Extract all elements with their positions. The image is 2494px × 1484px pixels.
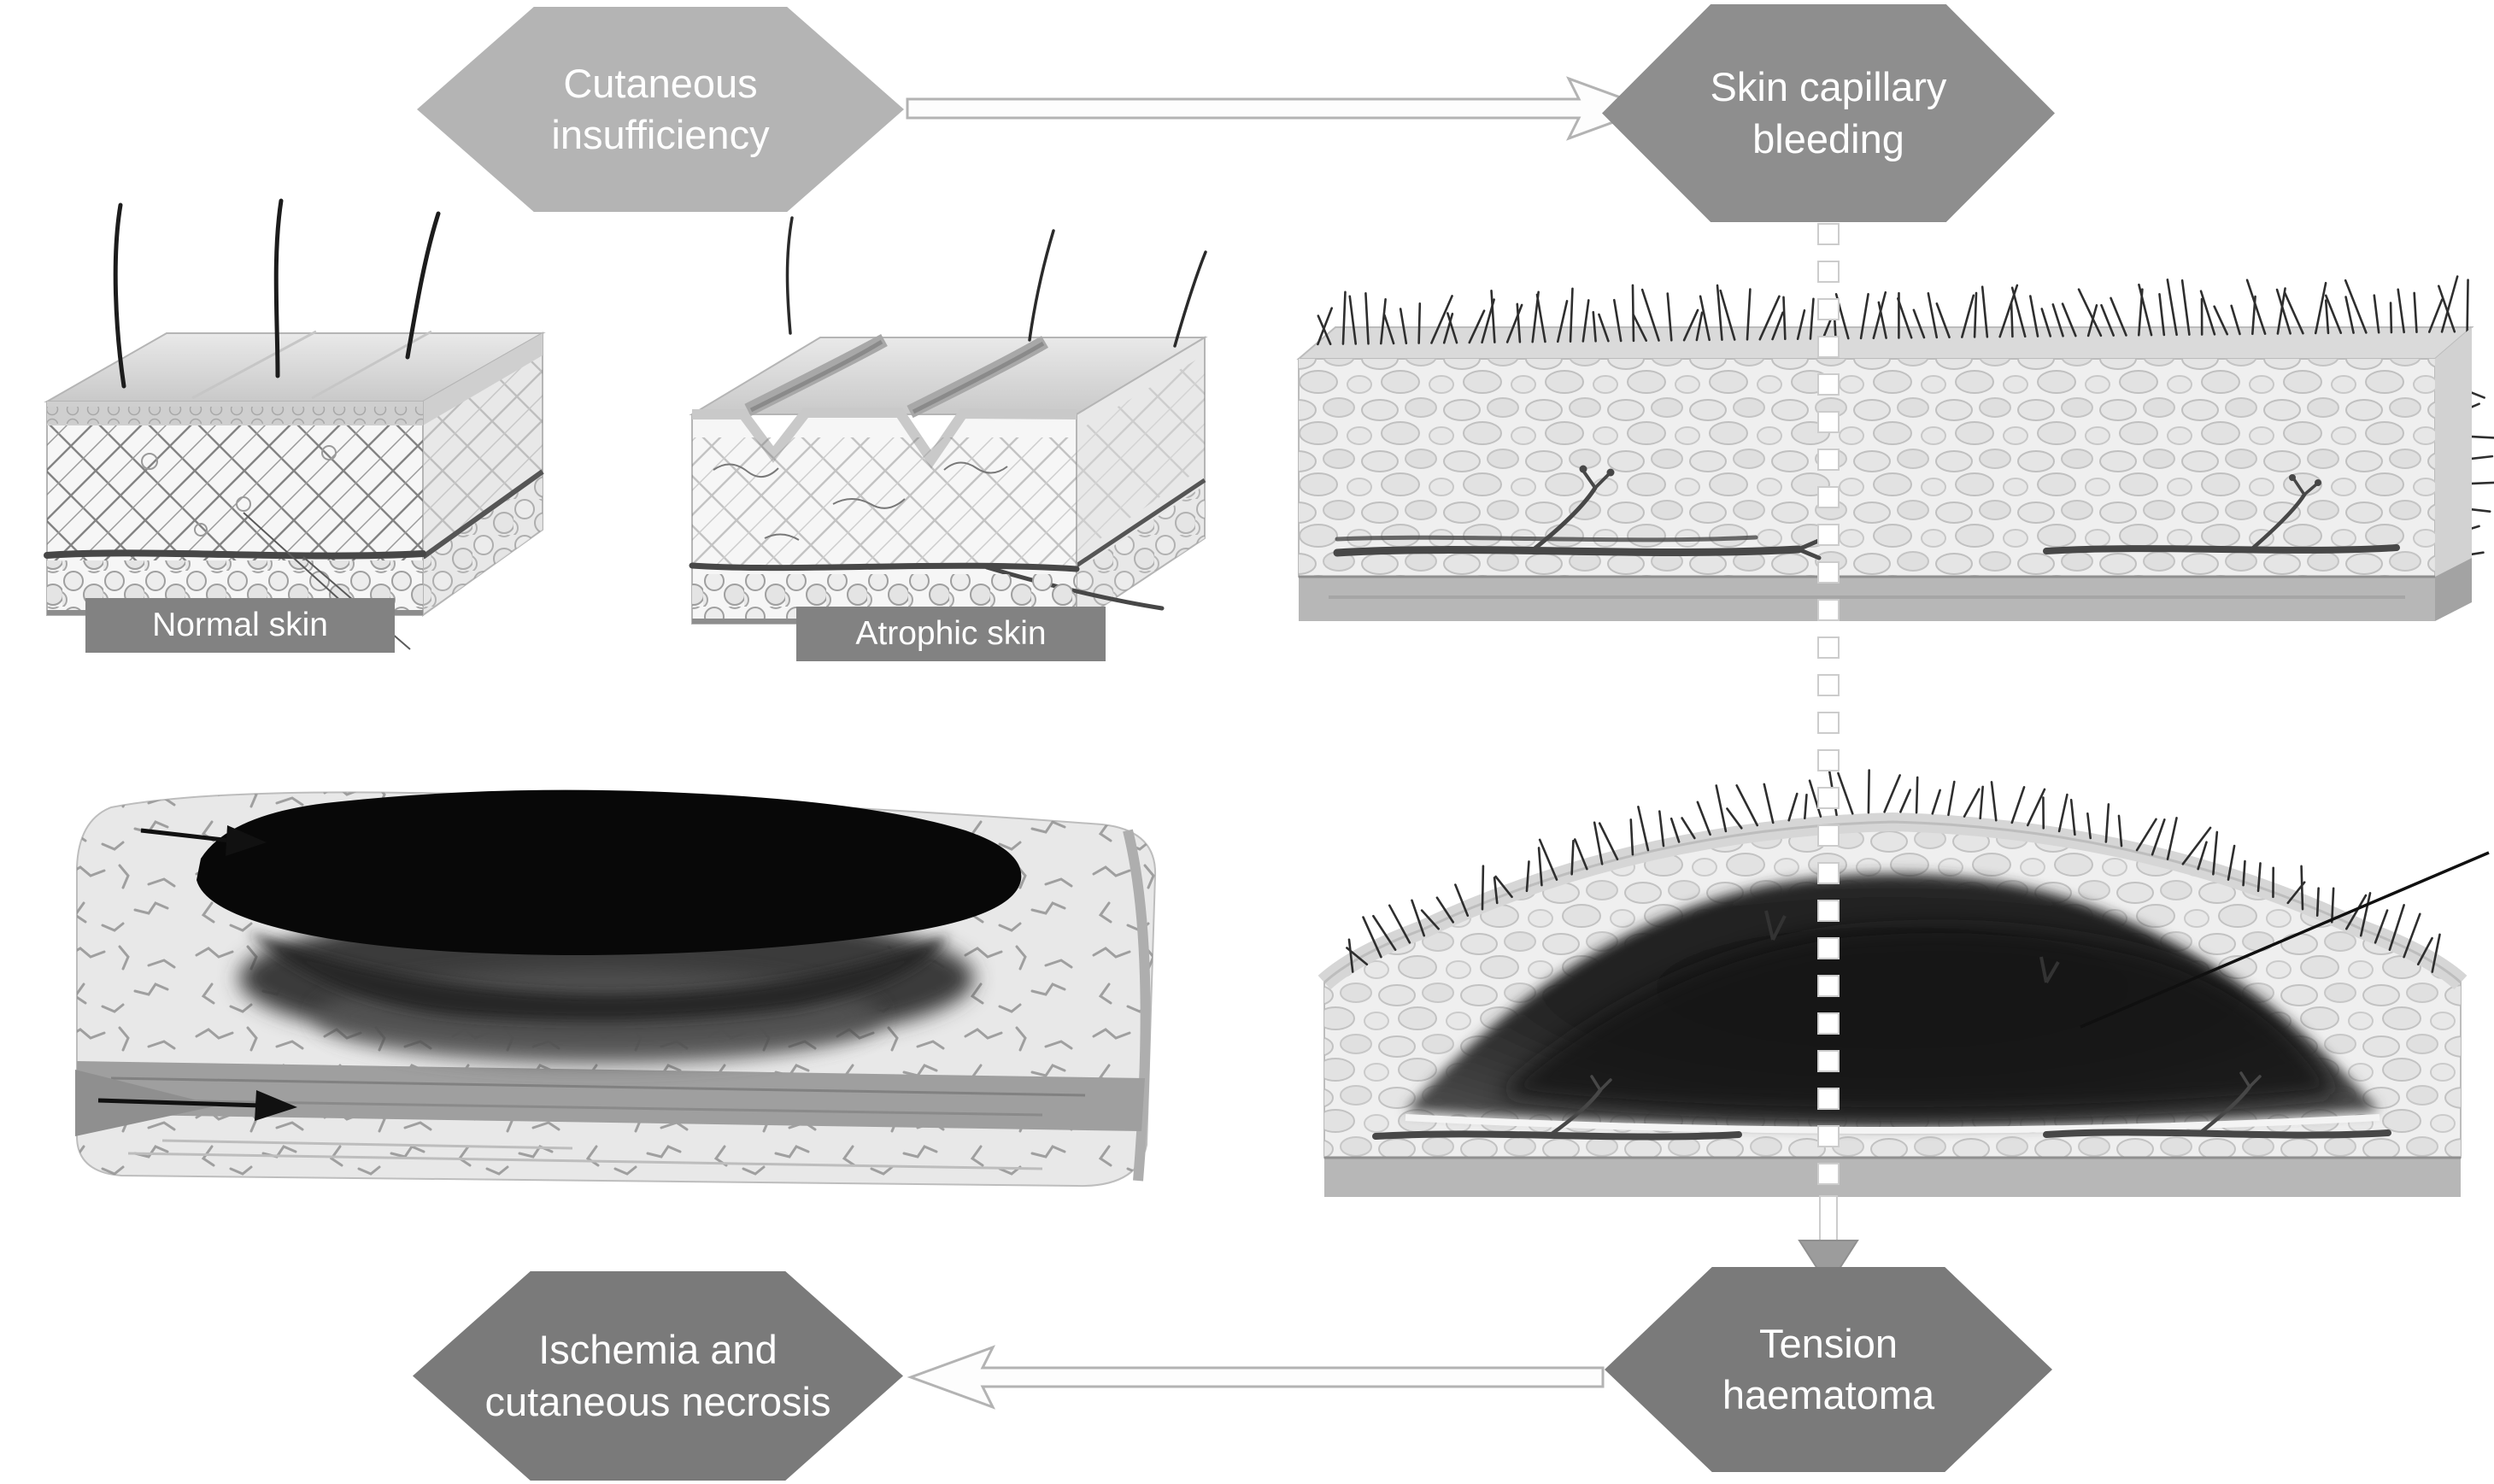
illustration-normal-skin — [44, 198, 546, 650]
skin-side-face — [421, 331, 544, 617]
arrow-pointer-bottom — [75, 1070, 297, 1136]
dermis-texture — [1299, 359, 2435, 577]
annotation-line — [2080, 851, 2490, 1029]
label-atrophic-skin: Atrophic skin — [796, 607, 1106, 661]
haematoma-dark-mass — [1405, 873, 2380, 1134]
illustration-skin-block-haematoma — [1317, 768, 2490, 1197]
deep-tissue-band — [1324, 1156, 2461, 1197]
capillary-vessels — [1333, 465, 2400, 560]
arrow-insufficiency-to-bleeding — [906, 76, 1655, 141]
skin-side-face — [2435, 327, 2472, 577]
arrow-haematoma-to-ischemia — [907, 1345, 1605, 1410]
dermis-fiber-network — [47, 425, 423, 560]
sparse-fiber-network — [692, 437, 1077, 566]
capillary-vessels — [1372, 1071, 2391, 1141]
node-tension-haematoma: Tension haematoma — [1605, 1267, 2052, 1472]
node-tension-haematoma-label: Tension haematoma — [1722, 1320, 1935, 1417]
label-normal-skin-text: Normal skin — [152, 607, 328, 643]
epidermis-layer — [692, 408, 1077, 469]
node-skin-capillary-bleeding-label: Skin capillary bleeding — [1710, 64, 1947, 161]
illustration-tissue-haematoma-necrosis — [75, 789, 1157, 1188]
thin-fibers — [713, 461, 1008, 541]
rolled-edge — [1123, 829, 1151, 1182]
necrotic-black-area — [197, 789, 1022, 955]
label-atrophic-skin-text: Atrophic skin — [855, 615, 1047, 652]
hair-icon — [113, 198, 441, 389]
skin-front-face — [1298, 358, 2436, 578]
hair-icon — [785, 216, 1207, 348]
label-normal-skin: Normal skin — [85, 598, 395, 653]
node-cutaneous-insufficiency-label: Cutaneous insufficiency — [551, 60, 770, 157]
illustration-skin-block-capillaries — [1296, 275, 2494, 621]
fascia-band — [77, 1061, 1145, 1170]
deep-tissue-band — [1299, 558, 2472, 621]
arrow-pointer-top — [140, 825, 267, 856]
arrow-shaft — [1819, 1195, 1838, 1241]
sprouting-vessels — [1764, 910, 2060, 984]
haematoma-dark-mass — [197, 789, 1022, 1064]
node-ischemia-necrosis: Ischemia and cutaneous necrosis — [413, 1271, 903, 1481]
node-cutaneous-insufficiency: Cutaneous insufficiency — [417, 7, 904, 212]
dermis-cells — [141, 445, 337, 537]
node-ischemia-necrosis-label: Ischemia and cutaneous necrosis — [484, 1327, 831, 1424]
blood-vessel — [689, 562, 1080, 572]
skin-front-face — [44, 401, 426, 616]
illustration-atrophic-skin — [689, 216, 1208, 625]
skin-top-face — [689, 333, 1208, 419]
node-skin-capillary-bleeding: Skin capillary bleeding — [1602, 4, 2055, 222]
blood-vessel — [44, 549, 426, 560]
skin-side-face — [1075, 336, 1206, 625]
